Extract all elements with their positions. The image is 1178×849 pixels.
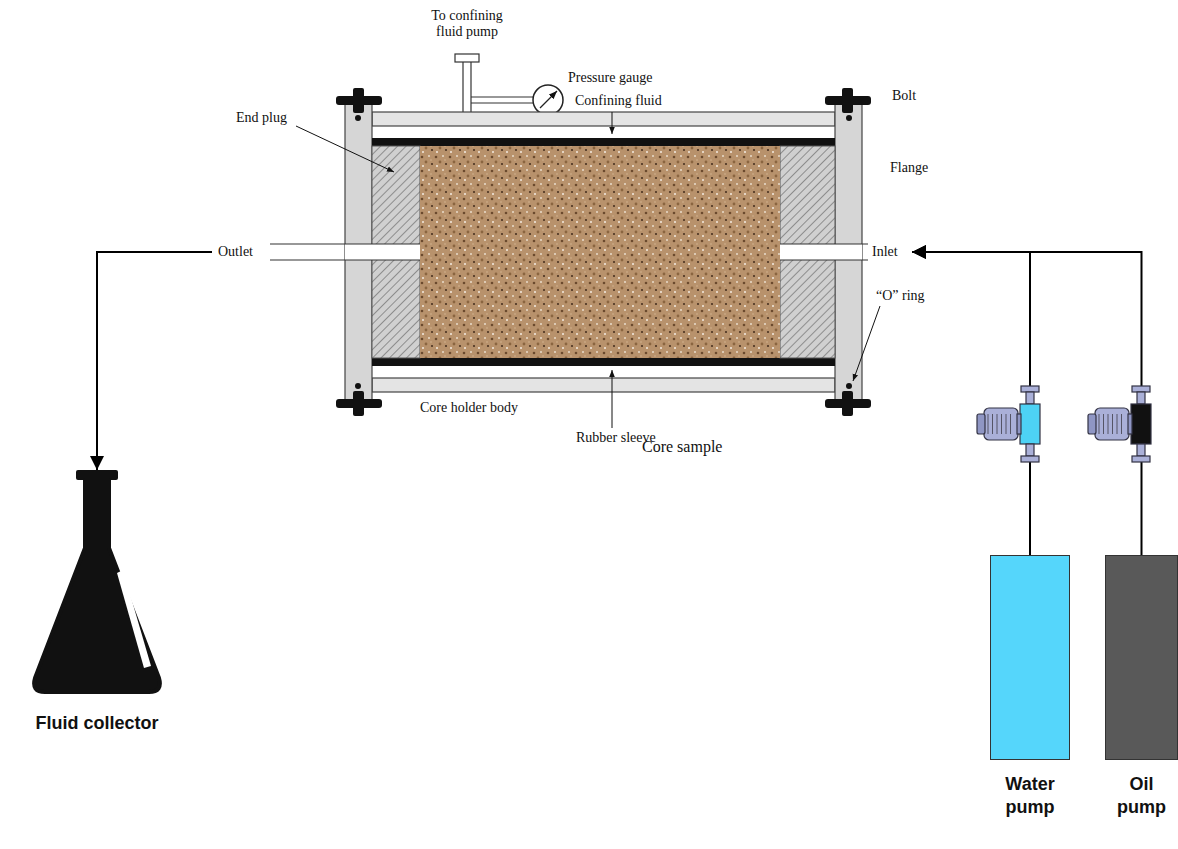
- flow-pipe: [270, 259, 420, 260]
- oil-pump-symbol: [1132, 456, 1150, 462]
- o-ring: [846, 115, 852, 121]
- node-label: Core holder body: [420, 400, 518, 416]
- flask-body: [34, 480, 160, 692]
- pump-line-label: To confining fluid pump: [422, 8, 512, 40]
- flow-line: [912, 252, 1030, 555]
- flow-pipe: [345, 244, 420, 260]
- o-ring: [846, 383, 852, 389]
- flow-pipe: [270, 244, 868, 260]
- flask-highlight: [117, 570, 151, 668]
- end-plug: [372, 146, 835, 358]
- core-holder-body: [372, 378, 835, 392]
- rubber-sleeve: [372, 138, 835, 366]
- rubber-sleeve: [372, 358, 835, 366]
- o-ring: [355, 115, 852, 389]
- leader-line: [612, 370, 613, 428]
- pressure-gauge: [533, 85, 563, 115]
- oil-pump-symbol: [1137, 444, 1145, 456]
- water-pump-symbol: [1021, 386, 1039, 392]
- oil-pump-symbol: [1088, 386, 1151, 462]
- flow-pipe: [780, 243, 868, 244]
- oil-pump-symbol: [1103, 414, 1104, 434]
- rubber-sleeve: [372, 138, 835, 146]
- water-pump-symbol: [1006, 414, 1007, 434]
- water-tank: Water pump: [990, 555, 1070, 760]
- bolt-label: Bolt: [892, 88, 916, 104]
- outlet-label: Outlet: [218, 244, 253, 260]
- core-sample-rock: [420, 146, 780, 358]
- oil-pump-symbol: [1112, 414, 1113, 434]
- oil-pump-symbol: [1108, 414, 1109, 434]
- flow-pipe: [780, 259, 868, 260]
- oil-tank: Oil pump: [1105, 555, 1178, 760]
- leader-line: [612, 112, 613, 134]
- o-ring-label: “O” ring: [876, 288, 925, 304]
- leader-line: [853, 306, 880, 381]
- pressure-gauge: [540, 91, 557, 108]
- core-holder: Core sampleCore holder body: [212, 112, 912, 392]
- core-holder-body: [345, 100, 862, 404]
- oil-pump-symbol: [1137, 392, 1145, 404]
- node-label: Oil pump: [1112, 773, 1172, 818]
- oil-pump-symbol: [1131, 404, 1151, 444]
- water-pump-symbol: [1017, 414, 1021, 434]
- inlet-label: Inlet: [872, 244, 898, 260]
- confining-pipe: [455, 54, 533, 112]
- water-pump-symbol: [1021, 456, 1039, 462]
- flow-line: [912, 252, 1142, 555]
- oil-pump-symbol: [1117, 414, 1118, 434]
- bolt: [353, 88, 364, 113]
- water-pump-symbol: [1026, 444, 1034, 456]
- leader-line: [296, 126, 394, 172]
- flask-outline: [27, 470, 167, 700]
- oil-pump-symbol: [1099, 414, 1122, 434]
- water-pump-symbol: [977, 414, 985, 434]
- core-holder-body: [372, 112, 835, 126]
- water-pump-symbol: [984, 408, 1018, 440]
- gauge-label: Pressure gauge: [568, 70, 652, 86]
- node-label: Fluid collector: [35, 712, 158, 735]
- water-pump-symbol: [988, 414, 989, 434]
- water-pump-symbol: [1010, 414, 1011, 434]
- confining-pipe: [462, 60, 463, 112]
- bolt: [842, 88, 853, 113]
- water-pump-symbol: [1026, 392, 1034, 404]
- confining-pipe: [471, 102, 533, 103]
- water-pump-symbol: [1001, 414, 1002, 434]
- bolt: [353, 391, 364, 416]
- water-pump-symbol: [988, 414, 1011, 434]
- plug-label: End plug: [236, 110, 287, 126]
- node-label: Water pump: [992, 773, 1068, 818]
- oil-pump-symbol: [1099, 414, 1100, 434]
- oil-pump-symbol: [1095, 408, 1129, 440]
- water-pump-symbol: [977, 386, 1040, 462]
- oil-pump-symbol: [1132, 386, 1150, 392]
- sleeve-label: Rubber sleeve: [576, 430, 656, 446]
- confining-pipe: [470, 60, 471, 112]
- o-ring: [355, 115, 361, 121]
- confining-pipe: [471, 96, 533, 97]
- water-pump-symbol: [992, 414, 993, 434]
- bolt: [336, 88, 871, 416]
- flow-line: [97, 252, 212, 470]
- water-pump-symbol: [997, 414, 998, 434]
- leader-line: [296, 112, 880, 428]
- oil-pump-symbol: [1088, 414, 1096, 434]
- flow-pipe: [780, 244, 862, 260]
- fluid-collector: Fluid collector: [27, 470, 167, 700]
- o-ring: [355, 383, 361, 389]
- bolt: [842, 391, 853, 416]
- fluid-label: Confining fluid: [575, 93, 662, 109]
- pressure-gauge: [533, 85, 563, 115]
- flow-pipe: [270, 243, 420, 244]
- core-sample: Core sample: [420, 146, 780, 358]
- flange-label: Flange: [890, 160, 928, 176]
- confining-pipe: [455, 54, 479, 62]
- oil-pump-symbol: [1128, 414, 1132, 434]
- water-pump-symbol: [1020, 404, 1040, 444]
- oil-pump-symbol: [1121, 414, 1122, 434]
